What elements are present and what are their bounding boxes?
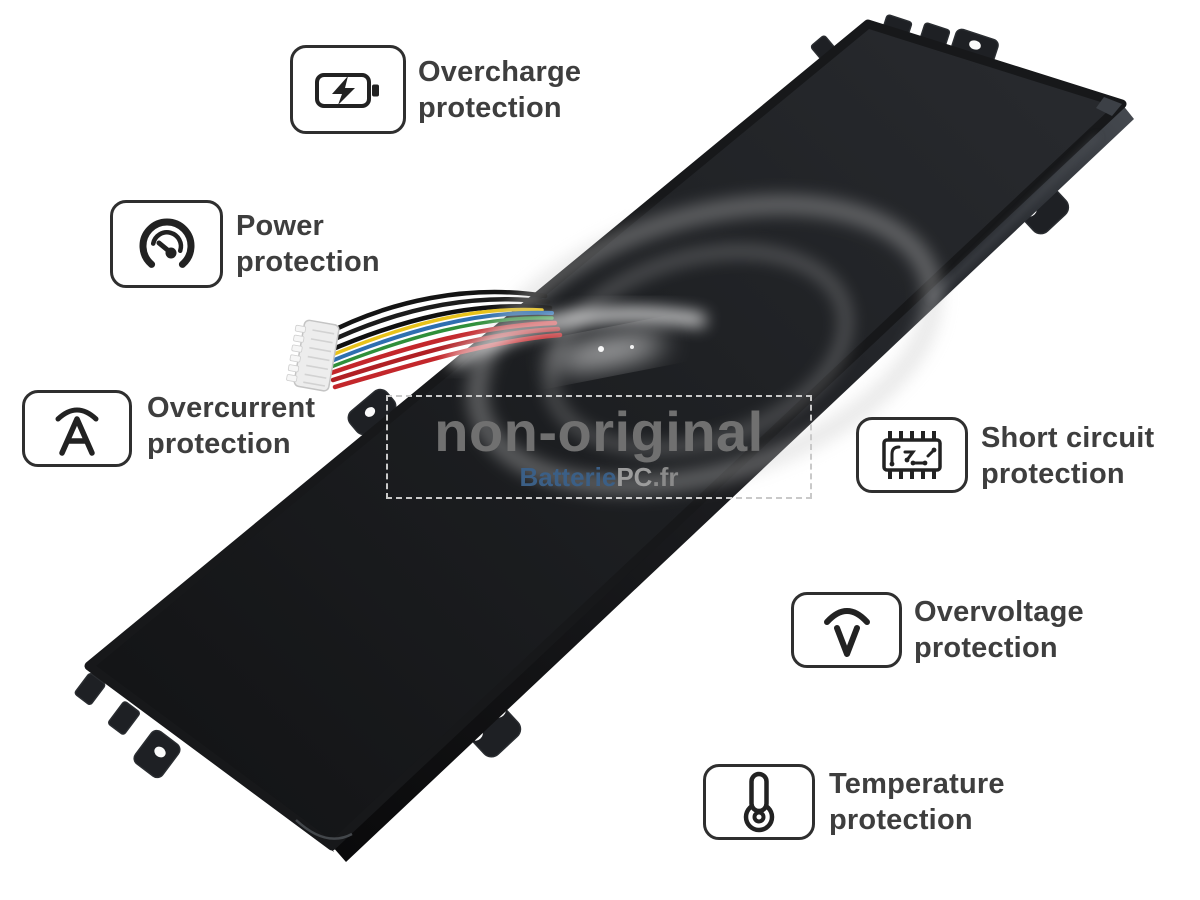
feature-label-line: protection: [914, 632, 1058, 664]
callout-overvoltage: [791, 592, 902, 668]
feature-label-overcurrent: Overcurrent protection: [147, 390, 315, 462]
brand-watermark: BatteriePC.fr: [520, 462, 679, 492]
thermometer-icon: [743, 771, 775, 833]
feature-label-line: protection: [236, 246, 380, 278]
feature-label-line: protection: [147, 428, 291, 460]
feature-label-power: Power protection: [236, 208, 380, 280]
wire-connector: [286, 319, 340, 392]
watermark-frame: non-original BatteriePC.fr: [386, 395, 812, 499]
battery-edge-highlight: [928, 134, 1100, 302]
feature-label-line: Overvoltage: [914, 596, 1084, 628]
battery-corner-highlight: [295, 819, 353, 840]
overcurrent-ampere-icon: [55, 407, 99, 456]
feature-label-line: protection: [981, 458, 1125, 490]
short-circuit-chip-icon: [882, 431, 942, 479]
feature-label-line: Overcharge: [418, 56, 582, 88]
battery-corner-bevel: [1096, 97, 1122, 116]
feature-label-overvoltage: Overvoltage protection: [914, 594, 1084, 666]
brand-batterie: Batterie: [519, 461, 617, 492]
feature-label-line: Temperature: [829, 768, 1005, 800]
brand-pc: PC: [616, 461, 653, 492]
brand-fr: .fr: [652, 461, 679, 492]
callout-overcurrent: [22, 390, 132, 467]
overvoltage-icon: [823, 608, 870, 657]
power-gauge-icon: [139, 218, 194, 268]
feature-label-line: Short circuit: [981, 422, 1155, 454]
feature-label-line: Power: [236, 210, 325, 242]
feature-label-line: Overcurrent: [147, 392, 316, 424]
callout-short-circuit: [856, 417, 968, 493]
feature-label-short-circuit: Short circuit protection: [981, 420, 1154, 492]
watermark-text: non-original: [434, 399, 764, 463]
feature-label-overcharge: Overcharge protection: [418, 54, 581, 126]
feature-label-line: protection: [418, 92, 562, 124]
callout-temperature: [703, 764, 815, 840]
battery-charge-icon: [315, 72, 379, 108]
lens-flare: [449, 194, 943, 496]
feature-label-temperature: Temperature protection: [829, 766, 1005, 838]
feature-label-line: protection: [829, 804, 973, 836]
callout-overcharge: [290, 45, 406, 134]
callout-power: [110, 200, 223, 288]
